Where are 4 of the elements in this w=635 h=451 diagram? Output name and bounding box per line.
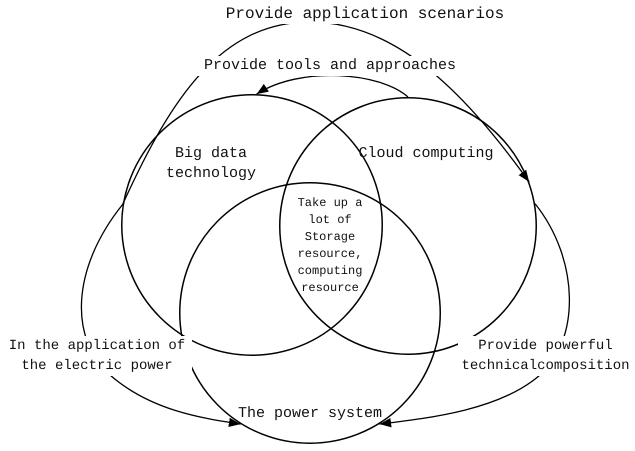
circle-label: Big data technology [164,144,257,184]
curved-arrow [256,75,408,98]
circle-label: The power system [236,404,384,424]
overlap-label: Take up a lot of Storage resource, computing resource [296,195,364,297]
